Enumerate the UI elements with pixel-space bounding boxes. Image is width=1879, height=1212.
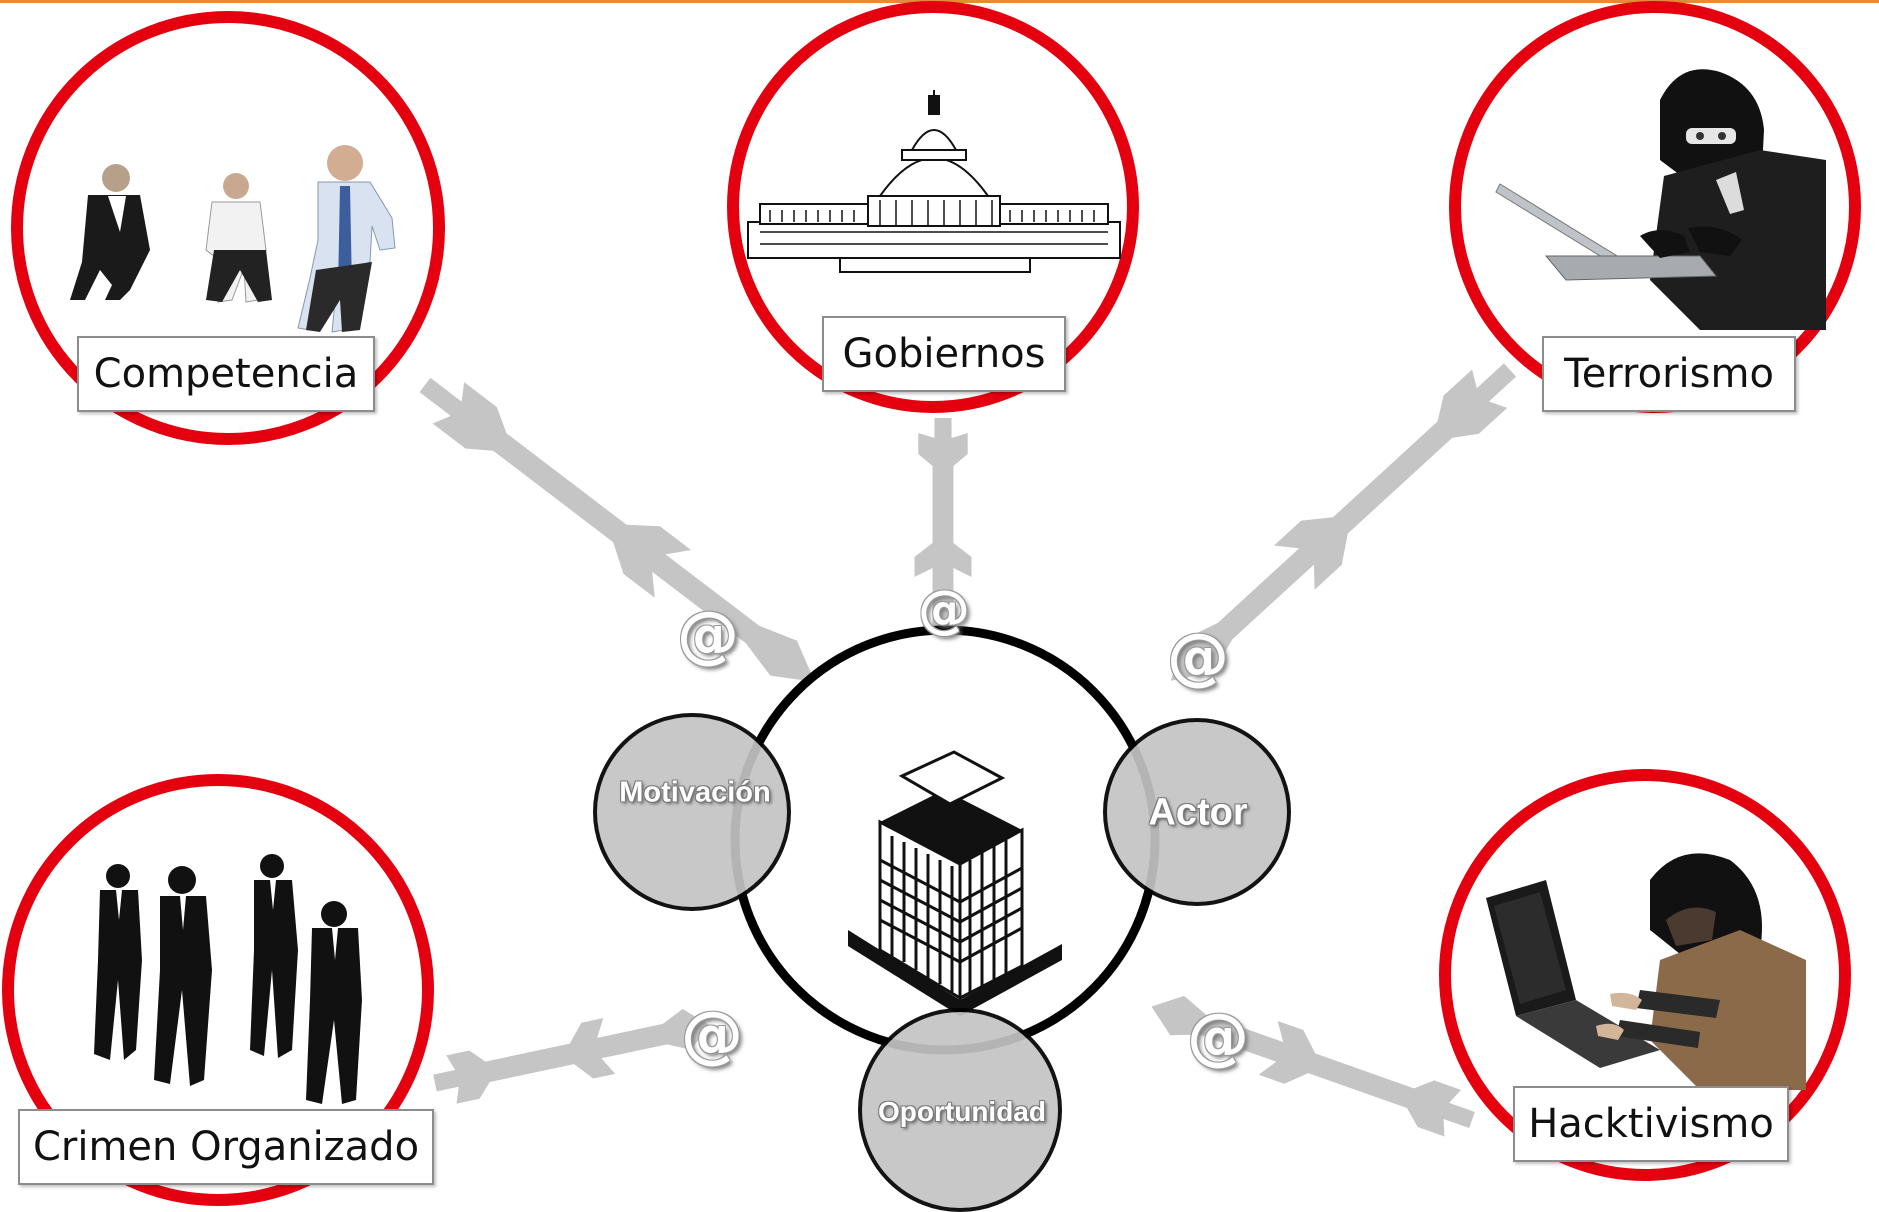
attack-symbol-terrorismo: @: [1167, 619, 1229, 693]
actor-crimen: [2, 774, 434, 1206]
factor-label-oportunidad: Oportunidad: [878, 1096, 1046, 1127]
actor-hacktivismo: [1439, 769, 1851, 1181]
factor-label-motivacion: Motivación: [619, 776, 771, 809]
hooded-hacker-laptop-icon: [1486, 853, 1806, 1090]
attack-symbol-competencia: @: [677, 597, 739, 671]
capitol-building-icon: [747, 90, 1121, 273]
actor-terrorismo: [1449, 1, 1861, 413]
actor-label-text: Gobiernos: [842, 331, 1046, 377]
actor-label-text: Competencia: [93, 351, 359, 397]
actor-label-crimen: Crimen Organizado: [18, 1109, 434, 1185]
factor-circle-actor: [1103, 718, 1291, 906]
suited-gang-icon: [94, 854, 362, 1104]
factor-circle-motivacion: [593, 713, 791, 911]
actor-competencia: [11, 11, 445, 445]
missile-crimen: [429, 996, 715, 1111]
actor-label-hacktivismo: Hacktivismo: [1513, 1086, 1789, 1162]
factor-label-actor: Actor: [1148, 791, 1248, 834]
office-tower-icon: [848, 750, 1062, 1016]
runners-at-start-icon: [70, 145, 396, 333]
missile-competencia: [406, 361, 833, 706]
actor-label-text: Hacktivismo: [1528, 1101, 1774, 1147]
actor-label-competencia: Competencia: [77, 336, 375, 412]
attack-symbol-hacktivismo: @: [1187, 999, 1249, 1073]
actor-gobiernos: [727, 1, 1139, 413]
target-organization: [593, 625, 1291, 1212]
actor-label-text: Crimen Organizado: [32, 1124, 420, 1170]
actor-label-text: Terrorismo: [1564, 351, 1774, 397]
masked-hacker-laptop-icon: [1495, 69, 1826, 330]
actor-label-terrorismo: Terrorismo: [1542, 336, 1796, 412]
factor-circle-oportunidad: [858, 1008, 1062, 1212]
attack-symbol-gobiernos: @: [918, 580, 970, 640]
actor-label-gobiernos: Gobiernos: [822, 316, 1066, 392]
attack-symbol-crimen: @: [681, 997, 743, 1071]
